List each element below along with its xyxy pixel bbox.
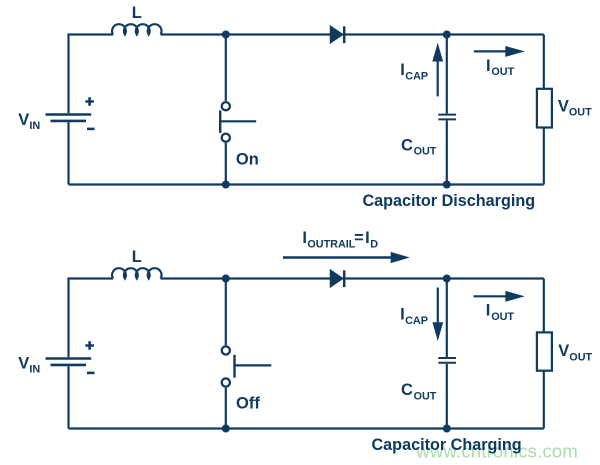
svg-text:OUT: OUT xyxy=(569,107,592,119)
svg-text:V: V xyxy=(18,354,29,372)
svg-text:OUTRAIL: OUTRAIL xyxy=(307,239,355,251)
svg-text:CAP: CAP xyxy=(405,70,428,82)
svg-text:OUT: OUT xyxy=(491,66,514,78)
svg-text:V: V xyxy=(18,111,29,129)
svg-text:V: V xyxy=(558,97,569,115)
svg-text:I: I xyxy=(400,306,405,324)
svg-text:I: I xyxy=(302,229,307,247)
svg-text:www.cntronics.com: www.cntronics.com xyxy=(415,440,578,461)
svg-text:I: I xyxy=(365,229,370,247)
svg-text:IN: IN xyxy=(29,120,40,132)
svg-text:On: On xyxy=(236,150,259,168)
svg-text:I: I xyxy=(400,61,405,79)
svg-text:C: C xyxy=(401,136,413,154)
svg-text:CAP: CAP xyxy=(405,315,428,327)
svg-text:OUT: OUT xyxy=(491,311,514,323)
svg-text:V: V xyxy=(558,342,569,360)
svg-text:D: D xyxy=(370,239,378,251)
svg-text:OUT: OUT xyxy=(414,390,437,402)
svg-text:Capacitor Charging: Capacitor Charging xyxy=(371,436,521,454)
svg-text:OUT: OUT xyxy=(569,352,592,364)
svg-text:Capacitor Discharging: Capacitor Discharging xyxy=(362,192,535,210)
svg-text:L: L xyxy=(132,248,142,266)
svg-text:L: L xyxy=(132,4,142,22)
svg-text:I: I xyxy=(486,57,491,75)
svg-text:Off: Off xyxy=(236,394,260,412)
svg-text:C: C xyxy=(401,381,413,399)
svg-text:I: I xyxy=(486,302,491,320)
svg-text:IN: IN xyxy=(29,363,40,375)
svg-text:=: = xyxy=(354,229,364,247)
svg-text:OUT: OUT xyxy=(414,146,437,158)
